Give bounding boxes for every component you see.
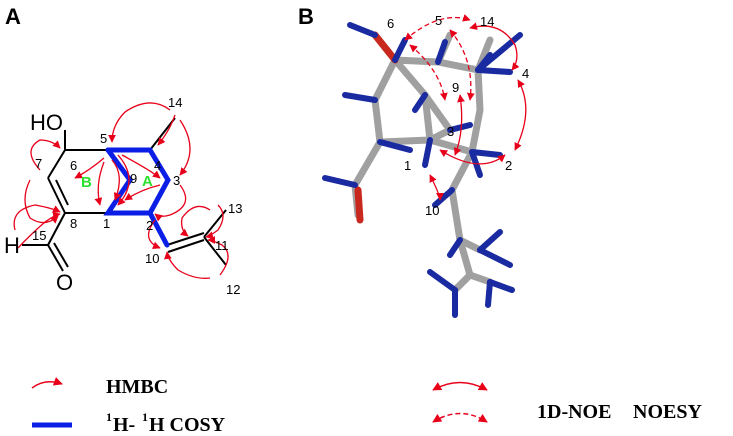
structure-b: 1 2 3 4 5 6 9 10 14	[322, 13, 529, 318]
model-number-1: 1	[404, 158, 411, 173]
atom-h: H	[4, 233, 20, 258]
panel-label-a: A	[5, 4, 21, 29]
model-number-5: 5	[435, 13, 442, 28]
stick-hydrogens	[322, 22, 523, 318]
noesy-arrows-b	[404, 14, 475, 101]
model-number-10: 10	[425, 203, 439, 218]
legend-cosy-sup1: 1	[106, 410, 112, 424]
atom-number-2: 2	[146, 218, 153, 233]
atom-number-11: 11	[215, 238, 229, 253]
legend-cosy-pre: H-	[113, 414, 135, 436]
model-number-6: 6	[387, 16, 394, 31]
model-number-14: 14	[480, 14, 494, 29]
legend-cosy-post: H COSY	[149, 414, 226, 436]
atom-number-3: 3	[173, 173, 180, 188]
structure-a: HO H O 1 2 3 4 5 6 7 8 9 10 11 12 13 14 …	[4, 95, 242, 297]
atom-number-12: 12	[226, 282, 240, 297]
atom-number-15: 15	[32, 228, 46, 243]
legend-noe-arrow	[432, 381, 488, 391]
hmbc-arrows-a	[13, 102, 229, 279]
atom-number-4: 4	[154, 158, 161, 173]
legend-noesy-arrow	[432, 412, 488, 423]
legend: HMBC 1 H- 1 H COSY 1D-NOE NOESY	[31, 376, 702, 436]
atom-number-7: 7	[35, 156, 42, 171]
atom-number-13: 13	[228, 201, 242, 216]
ring-label-a: A	[142, 173, 153, 190]
black-bonds	[22, 117, 227, 272]
legend-hmbc-label: HMBC	[106, 376, 168, 398]
model-number-9: 9	[452, 80, 459, 95]
model-number-4: 4	[522, 66, 529, 81]
legend-cosy-sup2: 1	[142, 410, 148, 424]
atom-number-1: 1	[103, 216, 110, 231]
stick-oxygens	[354, 31, 399, 224]
atom-number-9: 9	[130, 171, 137, 186]
legend-hmbc-arrow	[31, 377, 63, 389]
model-number-2: 2	[505, 158, 512, 173]
legend-noesy-label: NOESY	[633, 401, 702, 423]
atom-number-14: 14	[168, 95, 182, 110]
atom-number-6: 6	[70, 158, 77, 173]
atom-ho: HO	[30, 110, 63, 135]
atom-o: O	[56, 270, 73, 295]
ring-label-b: B	[81, 174, 92, 191]
atom-number-8: 8	[70, 216, 77, 231]
model-number-3: 3	[447, 124, 454, 139]
atom-number-5: 5	[100, 131, 107, 146]
panel-label-b: B	[298, 4, 314, 29]
legend-noe-label: 1D-NOE	[537, 401, 611, 423]
atom-number-10: 10	[145, 251, 159, 266]
